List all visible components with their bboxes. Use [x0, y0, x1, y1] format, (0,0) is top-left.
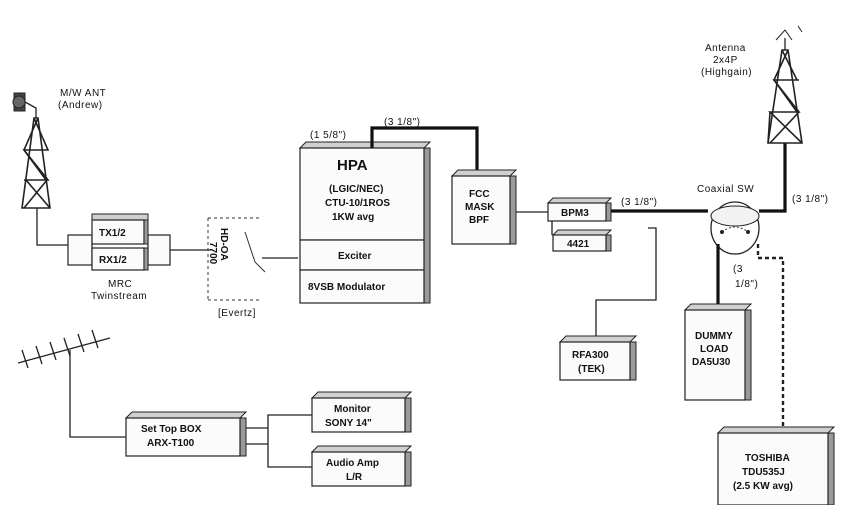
dummy-load: [683, 303, 753, 401]
cable-ant-label: (3 1/8"): [792, 194, 828, 205]
load-label: LOAD: [700, 344, 728, 355]
antenna-label: Antenna: [705, 43, 746, 54]
set-top-box: [124, 411, 248, 457]
wire-coax-to-toshiba: [756, 244, 785, 430]
mrc-twinstream: [67, 213, 171, 271]
rfa300-unit: [558, 335, 638, 381]
hpa-model: CTU-10/1ROS: [325, 198, 390, 209]
hpa-power: 1KW avg: [332, 212, 374, 223]
rx-label: RX1/2: [99, 255, 127, 266]
coaxial-sw-label: Coaxial SW: [697, 184, 754, 195]
mrc-label: MRC: [108, 279, 132, 290]
wire-mw-to-mrc: [36, 208, 70, 246]
evertz-label: [Evertz]: [218, 308, 256, 319]
monitor-unit: [310, 391, 413, 433]
mask-label: MASK: [465, 202, 495, 213]
modulator-label: 8VSB Modulator: [308, 282, 385, 293]
dummy-model: DA5U30: [692, 357, 731, 368]
bpm3-label: BPM3: [561, 208, 589, 219]
hd-oa-7700: [207, 217, 298, 301]
fcc-label: FCC: [469, 189, 490, 200]
monitor-model: SONY 14": [325, 418, 372, 429]
hd-oa-label: HD-OA: [218, 228, 229, 261]
cable-hpa-in-label: (1 5/8"): [310, 130, 346, 141]
mw-ant-label: M/W ANT: [60, 88, 106, 99]
hpa-cabinet: [298, 141, 432, 304]
coaxial-switch: [710, 201, 760, 255]
wire-coax-to-antenna: [759, 143, 787, 213]
tx-label: TX1/2: [99, 228, 126, 239]
rfa300-maker: (TEK): [578, 364, 605, 375]
broadcast-antenna-tower: [767, 25, 803, 144]
toshiba-model: TDU535J: [742, 467, 785, 478]
rfa300-label: RFA300: [572, 350, 609, 361]
wire-stb-outputs: [246, 414, 312, 468]
stb-model: ARX-T100: [147, 438, 195, 449]
toshiba-transmitter: [716, 426, 836, 505]
dummy-label: DUMMY: [695, 331, 733, 342]
antenna-model: 2x4P: [713, 55, 738, 66]
cable-hpa-out-label: (3 1/8"): [384, 117, 420, 128]
mrc-model-label: Twinstream: [91, 291, 147, 302]
audio-amp-label: Audio Amp: [326, 458, 379, 469]
mw-ant-maker-label: (Andrew): [58, 100, 103, 111]
hpa-maker: (LGIC/NEC): [329, 184, 383, 195]
exciter-label: Exciter: [338, 251, 371, 262]
antenna-maker: (Highgain): [701, 67, 752, 78]
monitor-label: Monitor: [334, 404, 371, 415]
hd-7700-label: 7700: [207, 242, 218, 265]
hpa-title: HPA: [337, 157, 368, 174]
cable-bpm-out-label: (3 1/8"): [621, 197, 657, 208]
fcc-mask-bpf: [450, 169, 518, 245]
yagi-antenna: [17, 329, 126, 438]
mw-antenna-tower: [12, 92, 51, 209]
stb-label: Set Top BOX: [141, 424, 202, 435]
wire-to-rfa300: [595, 227, 657, 342]
toshiba-label: TOSHIBA: [745, 453, 790, 464]
bpm3-unit: [546, 197, 613, 222]
audio-amp-unit: [310, 445, 413, 487]
cable-dummy-label-1: (3: [733, 264, 743, 275]
toshiba-power: (2.5 KW avg): [733, 481, 793, 492]
audio-amp-model: L/R: [346, 472, 363, 483]
bpf-label: BPF: [469, 215, 489, 226]
unit-4421-label: 4421: [567, 239, 590, 250]
unit-4421: [551, 229, 613, 252]
wire-hpa-to-fcc: [370, 126, 479, 176]
cable-dummy-label-2: 1/8"): [735, 279, 758, 290]
